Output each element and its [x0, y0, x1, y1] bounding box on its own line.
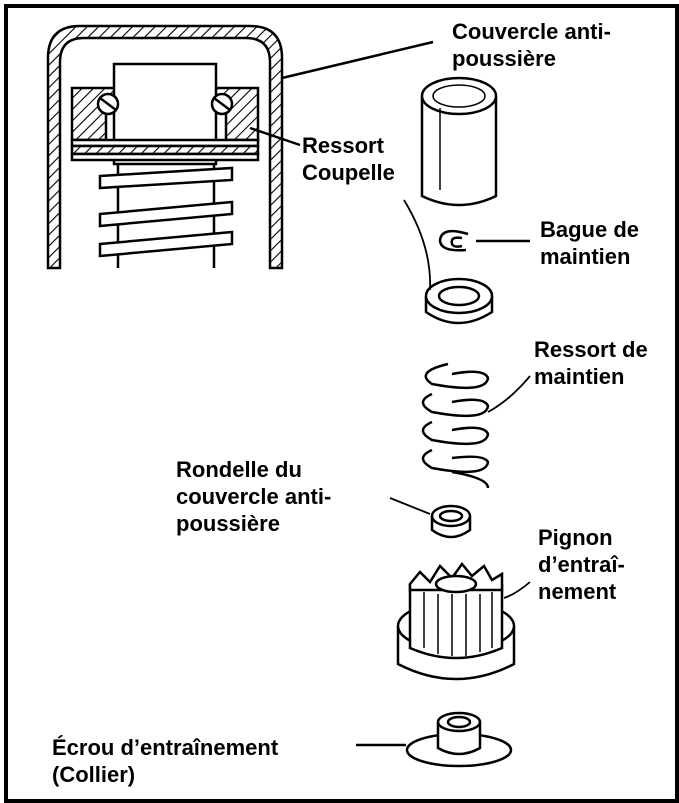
cutaway-inset: [46, 24, 434, 270]
label-retaining-spring: Ressort de maintien: [534, 337, 648, 389]
dust-cover-washer-part: [389, 497, 472, 539]
label-drive-nut: Écrou d’entraînement (Collier): [52, 735, 279, 787]
label-dust-cover-washer: Rondelle du couvercle anti- poussière: [176, 457, 332, 536]
spring-cup-part: [403, 199, 494, 325]
label-drive-pinion: Pignon d’entraî- nement: [538, 525, 625, 604]
drive-nut-part: [356, 711, 513, 768]
retaining-ring-part: [438, 229, 530, 252]
label-dust-cover: Couvercle anti- poussière: [452, 19, 611, 71]
drive-pinion-part: [396, 561, 531, 681]
label-spring-cup: Ressort Coupelle: [302, 133, 395, 185]
retaining-spring-part: [421, 362, 531, 489]
label-retaining-ring: Bague de maintien: [540, 217, 640, 269]
dust-cover-part: [420, 76, 498, 207]
